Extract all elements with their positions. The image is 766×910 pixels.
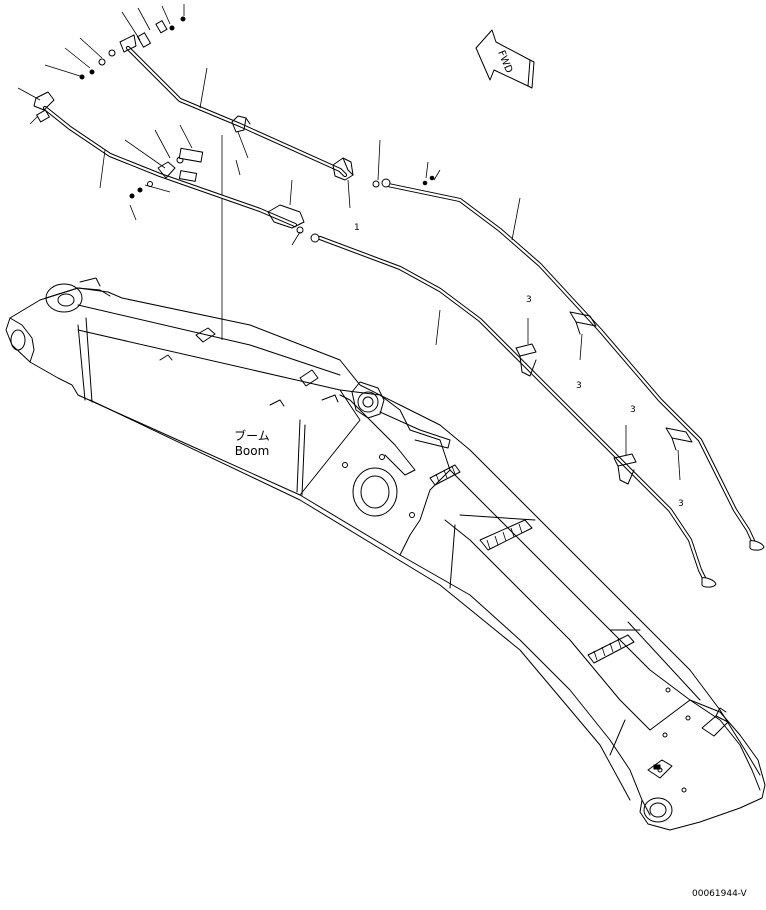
clamp-b: 3 <box>569 311 597 391</box>
part-number-clamp-c: 3 <box>630 405 636 415</box>
boom-label-jp: ブーム <box>234 428 270 443</box>
clamp-c: 3 <box>613 405 637 485</box>
tip-fitting-2 <box>701 707 729 737</box>
part-number-clamp-a: 3 <box>526 295 532 305</box>
figure-code: 00061944-V <box>692 889 748 899</box>
clamp-a: 3 <box>515 295 537 377</box>
boom-label-en: Boom <box>235 444 270 458</box>
clamp-d: 3 <box>665 427 693 509</box>
upper-pipe-assembly: 1 <box>44 4 765 551</box>
lower-pipe-assembly <box>17 87 717 588</box>
tip-fitting-1 <box>647 759 673 779</box>
part-number-clamp-b: 3 <box>576 381 582 391</box>
boom-clamp-block-3 <box>429 464 461 486</box>
part-number-clamp-d: 3 <box>678 499 684 509</box>
boom-clamp-block-2 <box>587 634 635 664</box>
fwd-direction-arrow: FWD <box>475 29 535 89</box>
fwd-label: FWD <box>495 49 514 75</box>
part-number-upper-clamp: 1 <box>354 223 360 233</box>
boom-clamp-block-1 <box>479 519 533 551</box>
boom: ブーム Boom <box>5 277 766 831</box>
